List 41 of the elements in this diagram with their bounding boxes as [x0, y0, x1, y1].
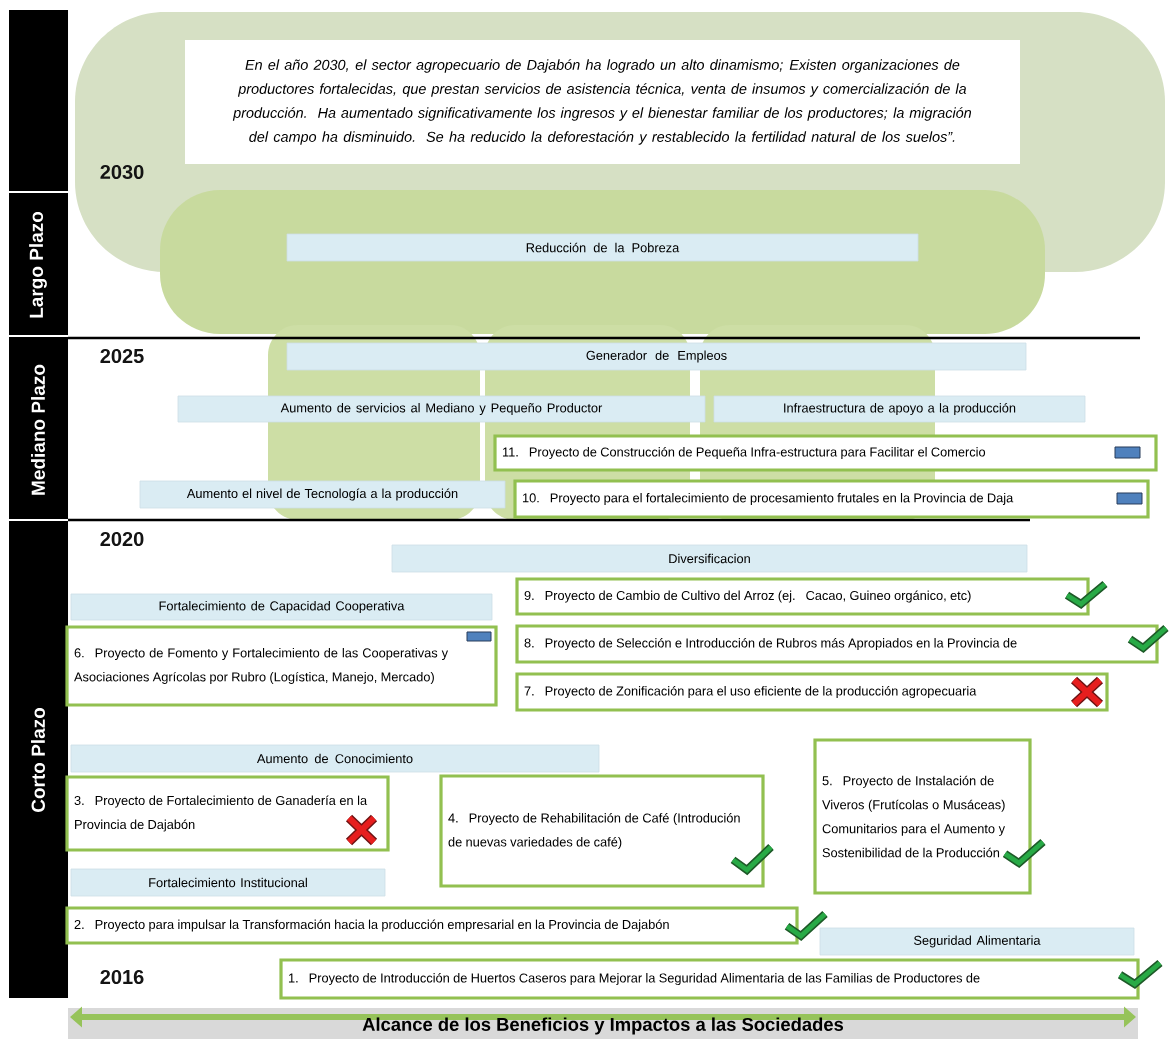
check-icon	[1002, 839, 1046, 868]
cross-icon	[344, 813, 379, 847]
project-box: 2. Proyecto para impulsar la Transformación hacia la producción empresarial en la Provincia de Dajabón	[65, 906, 799, 945]
status-box-icon	[466, 631, 492, 642]
project-box: 10. Proyecto para el fortalecimiento de procesamiento frutales en la Provincia de Daja	[513, 479, 1150, 519]
check-icon	[1064, 580, 1108, 609]
project-box: 7. Proyecto de Zonificación para el uso eficiente de la producción agropecuaria	[515, 672, 1109, 712]
project-box: 5. Proyecto de Instalación de Viveros (Frutícolas o Musáceas) Comunitarios para el Aumento y Sostenibilidad de la Producción	[813, 738, 1032, 895]
check-icon	[784, 911, 828, 942]
year-label: 2016	[100, 969, 144, 985]
period-label: Corto Plazo	[31, 708, 45, 812]
year-label: 2030	[100, 164, 144, 180]
outcome-bar: Aumento el nivel de Tecnología a la producción	[139, 480, 506, 509]
outcome-bar: Aumento de Conocimiento	[70, 744, 600, 773]
cross-icon	[1069, 675, 1105, 709]
outcome-bar: Seguridad Alimentaria	[819, 927, 1135, 956]
check-icon	[1127, 625, 1169, 654]
year-label: 2025	[100, 348, 144, 364]
check-icon	[1117, 959, 1163, 989]
outcome-bar: Diversificacion	[391, 544, 1028, 573]
outcome-bar: Infraestructura de apoyo a la producción	[713, 395, 1086, 423]
status-box-icon	[1114, 446, 1141, 459]
outcome-bar: Fortalecimiento Institucional	[70, 868, 386, 897]
outcome-bar: Fortalecimiento de Capacidad Cooperativa	[70, 593, 493, 621]
project-box: 11. Proyecto de Construcción de Pequeña Infra-estructura para Facilitar el Comercio	[493, 434, 1158, 472]
footer-title: Alcance de los Beneficios y Impactos a las Sociedades	[362, 1017, 844, 1035]
outcome-bar: Reducción de la Pobreza	[286, 233, 919, 262]
outcome-bar: Aumento de servicios al Mediano y Pequeño Productor	[177, 395, 706, 423]
vision-statement-box: En el año 2030, el sector agropecuario de Dajabón ha logrado un alto dinamismo; Existen organizaciones de productores fortalecidas, que prestan servicios de asistencia técnica, venta de insumos y comercialización de la producción. Ha aumentado significativamente los ingresos y el bienestar familiar de los productores; la migración del campo ha disminuido. Se ha reducido la deforestación y restablecido la fertilidad natural de los suelos”.	[185, 40, 1020, 164]
project-box: 1. Proyecto de Introducción de Huertos Caseros para Mejorar la Seguridad Alimentaria de las Familias de Productores de	[279, 958, 1140, 1000]
project-box: 9. Proyecto de Cambio de Cultivo del Arroz (ej. Cacao, Guineo orgánico, etc)	[515, 577, 1090, 616]
outcome-bar: Generador de Empleos	[286, 342, 1027, 371]
period-label: Largo Plazo	[29, 211, 47, 318]
project-box: 3. Proyecto de Fortalecimiento de Ganadería en la Provincia de Dajabón	[65, 775, 390, 852]
year-label: 2020	[100, 531, 144, 547]
check-icon	[730, 844, 774, 876]
status-box-icon	[1116, 492, 1143, 505]
period-label: Mediano Plazo	[31, 364, 45, 495]
project-box: 6. Proyecto de Fomento y Fortalecimiento de las Cooperativas y Asociaciones Agrícolas por Rubro (Logística, Manejo, Mercado)	[65, 625, 498, 707]
project-box: 8. Proyecto de Selección e Introducción de Rubros más Apropiados en la Provincia de	[515, 624, 1159, 664]
project-box: 4. Proyecto de Rehabilitación de Café (Introdución de nuevas variedades de café)	[439, 774, 765, 888]
